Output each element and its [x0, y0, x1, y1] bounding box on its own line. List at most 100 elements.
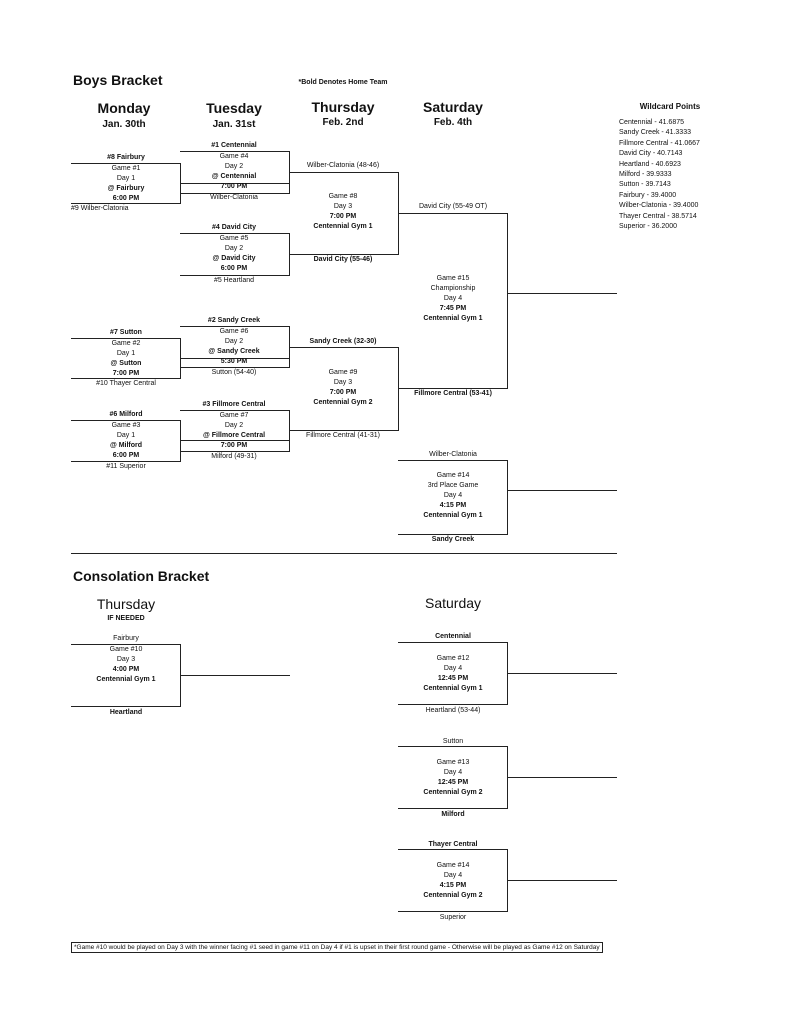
- team-label: #4 David City: [212, 224, 256, 231]
- game-day: Day 1: [116, 175, 136, 182]
- bracket-line: [180, 275, 290, 276]
- wildcard-item: Fillmore Central - 41.0667: [619, 139, 700, 147]
- game-info: Game #12 Day 4 12:45 PM Centennial Gym 1: [423, 654, 482, 694]
- day-monday: Monday: [97, 100, 151, 116]
- bracket-line: [180, 440, 290, 441]
- bracket-line: [289, 430, 399, 431]
- game-info: Game #13 Day 4 12:45 PM Centennial Gym 2: [423, 758, 482, 798]
- team-label: Sutton (54-40): [211, 369, 257, 376]
- game-day: Day 2: [224, 422, 244, 429]
- bracket-line: [507, 673, 617, 674]
- day-thursday: Thursday: [311, 99, 375, 115]
- game-location: Centennial Gym 2: [423, 892, 483, 899]
- wildcard-list: Centennial - 41.6875 Sandy Creek - 41.33…: [619, 118, 700, 232]
- bracket-line: [398, 704, 508, 705]
- game-time: 12:45 PM: [437, 779, 469, 786]
- team-label: Heartland: [109, 709, 143, 716]
- game-day: Day 2: [224, 245, 244, 252]
- bracket-line: [398, 808, 508, 809]
- bracket-line: [398, 911, 508, 912]
- wildcard-title: Wildcard Points: [639, 102, 701, 111]
- bracket-line: [71, 420, 181, 421]
- game-number: Game #13: [436, 759, 470, 766]
- game-location: Centennial Gym 2: [423, 789, 483, 796]
- game-info: Game #7 Day 2 @ Fillmore Central 7:00 PM: [203, 411, 265, 451]
- game-info: Game #6 Day 2 @ Sandy Creek 5:30 PM: [208, 327, 259, 367]
- game-round: 3rd Place Game: [427, 482, 479, 489]
- game-location: @ Fillmore Central: [202, 432, 266, 439]
- team-label: Wilber-Clatonia: [429, 451, 477, 458]
- team-label: Milford: [441, 811, 465, 818]
- bracket-line: [180, 675, 290, 676]
- game-time: 4:15 PM: [439, 882, 467, 889]
- team-label: #6 Milford: [109, 411, 143, 418]
- team-label: #5 Heartland: [213, 277, 255, 284]
- day-saturday: Saturday: [423, 99, 483, 115]
- game-location: Centennial Gym 1: [313, 223, 373, 230]
- game-day: Day 4: [443, 769, 463, 776]
- team-label: Milford (49-31): [211, 453, 257, 460]
- team-label: #1 Centennial: [211, 142, 257, 149]
- team-label: #3 Fillmore Central: [202, 401, 266, 408]
- bracket-line: [71, 461, 181, 462]
- game-location: @ Fairbury: [107, 185, 145, 192]
- wildcard-item: Heartland - 40.6923: [619, 160, 681, 168]
- bracket-line: [180, 358, 290, 359]
- game-day: Day 4: [443, 295, 463, 302]
- team-label: Wilber-Clatonia: [210, 194, 258, 201]
- game-location: @ Sutton: [110, 360, 142, 367]
- bracket-line: [398, 642, 508, 643]
- game-number: Game #4: [219, 153, 249, 160]
- game-time: 6:00 PM: [220, 265, 248, 272]
- game-location: @ David City: [212, 255, 256, 262]
- game-number: Game #12: [436, 655, 470, 662]
- game-number: Game #7: [219, 412, 249, 419]
- game-number: Game #8: [328, 193, 358, 200]
- game-number: Game #3: [111, 422, 141, 429]
- game-day: Day 3: [116, 656, 136, 663]
- game-day: Day 4: [443, 665, 463, 672]
- if-needed-label: IF NEEDED: [107, 615, 145, 622]
- team-label: Wilber-Clatonia (48-46): [306, 162, 380, 169]
- game-info: Game #4 Day 2 @ Centennial 7:00 PM: [212, 152, 257, 192]
- bracket-line: [398, 849, 508, 850]
- bracket-line: [180, 193, 290, 194]
- game-info: Game #3 Day 1 @ Milford 6:00 PM: [110, 421, 142, 461]
- game-time: 7:00 PM: [329, 213, 357, 220]
- game-location: Centennial Gym 1: [423, 315, 483, 322]
- bracket-line: [180, 183, 290, 184]
- game-time: 7:00 PM: [112, 370, 140, 377]
- consolation-title: Consolation Bracket: [73, 568, 210, 584]
- game-info: Game #1 Day 1 @ Fairbury 6:00 PM: [108, 164, 145, 204]
- team-label: David City (55-46): [313, 256, 373, 263]
- game-info: Game #14 Day 4 4:15 PM Centennial Gym 2: [423, 861, 482, 901]
- game-location: Centennial Gym 1: [423, 685, 483, 692]
- game-location: Centennial Gym 2: [313, 399, 373, 406]
- bracket-line: [180, 233, 290, 234]
- bracket-line: [289, 347, 399, 348]
- day-thursday-consolation: Thursday: [96, 596, 156, 612]
- bracket-line: [398, 213, 508, 214]
- boys-bracket-title: Boys Bracket: [73, 72, 163, 88]
- game-time: 4:15 PM: [439, 502, 467, 509]
- game-day: Day 3: [333, 379, 353, 386]
- bracket-line: [289, 172, 399, 173]
- game-number: Game #5: [219, 235, 249, 242]
- day-saturday-consolation: Saturday: [424, 595, 482, 611]
- game-time: 7:45 PM: [439, 305, 467, 312]
- date-thursday: Feb. 2nd: [322, 117, 364, 128]
- bracket-line: [180, 367, 290, 368]
- game-info: Game #5 Day 2 @ David City 6:00 PM: [212, 234, 255, 274]
- bracket-line: [398, 534, 508, 535]
- game-time: 5:30 PM: [220, 358, 248, 365]
- footnote: *Game #10 would be played on Day 3 with …: [71, 942, 603, 953]
- game-number: Game #6: [219, 328, 249, 335]
- game-time: 6:00 PM: [112, 195, 140, 202]
- game-info: Game #10 Day 3 4:00 PM Centennial Gym 1: [96, 645, 155, 685]
- team-label: Sandy Creek (32-30): [309, 338, 377, 345]
- date-tuesday: Jan. 31st: [212, 119, 256, 130]
- game-number: Game #1: [111, 165, 141, 172]
- game-day: Day 1: [116, 350, 136, 357]
- game-location: @ Sandy Creek: [208, 348, 260, 355]
- team-label: #2 Sandy Creek: [207, 317, 261, 324]
